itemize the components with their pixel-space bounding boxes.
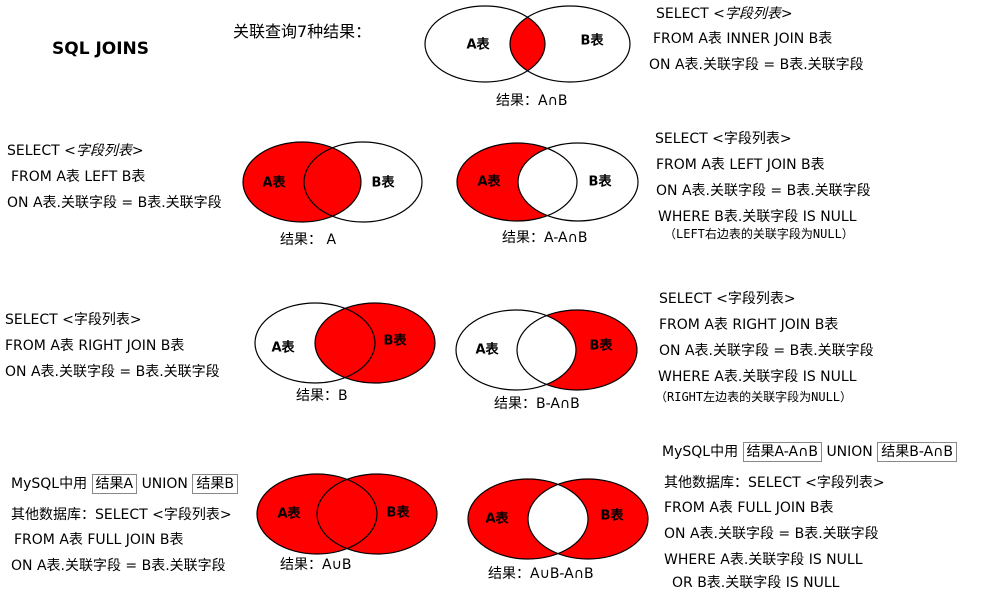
venn-right-excl: A表 B表: [455, 309, 638, 391]
circle-a-outline: [467, 478, 589, 560]
union-keyword: UNION: [141, 476, 188, 492]
circle-b-label: B表: [581, 33, 605, 49]
page-subtitle: 关联查询7种结果：: [233, 22, 372, 41]
circle-b-outline: [316, 473, 438, 555]
circle-a-label: A表: [466, 37, 490, 53]
sql-full-other-db: 其他数据库：SELECT <字段列表>: [11, 507, 232, 523]
circle-b-outline: [509, 5, 631, 83]
sql-full-mysql: MySQL中用 结果A UNION 结果B: [11, 474, 238, 494]
venn-full-excl: A表 B表: [467, 478, 649, 560]
sql-left-excl-note: （LEFT右边表的关联字段为NULL）: [664, 227, 854, 241]
sql-full-excl-on: ON A表.关联字段 = B表.关联字段: [664, 526, 879, 542]
circle-b-label: B表: [589, 174, 613, 190]
sql-right-excl-from: FROM A表 RIGHT JOIN B表: [659, 317, 839, 333]
circle-a-label: A表: [262, 175, 286, 191]
circle-a-label: A表: [475, 342, 499, 358]
circle-a-outline: [242, 141, 362, 223]
intersection-region: [528, 479, 588, 559]
circle-a-label: A表: [277, 506, 301, 522]
mysql-prefix: MySQL中用: [11, 476, 88, 492]
sql-inner-select: SELECT <字段列表>: [656, 6, 793, 22]
mysql-result-box-a: 结果A-A∩B: [742, 442, 822, 462]
result-caption-right: 结果：B: [296, 388, 348, 404]
circle-b-fill: [510, 6, 630, 82]
sql-keyword: SELECT: [656, 6, 709, 22]
circle-b-label: B表: [387, 505, 411, 521]
mysql-result-box-b: 结果B-A∩B: [877, 442, 958, 462]
venn-full: A表 B表: [256, 473, 438, 555]
sql-inner-from: FROM A表 INNER JOIN B表: [653, 31, 833, 47]
circle-a-outline: [254, 302, 376, 384]
sql-right-excl-where: WHERE A表.关联字段 IS NULL: [658, 369, 857, 385]
circle-b-label: B表: [384, 333, 408, 349]
circle-b-label: B表: [601, 508, 625, 524]
page-title: SQL JOINS: [52, 39, 150, 59]
sql-right-from: FROM A表 RIGHT JOIN B表: [5, 338, 185, 354]
circle-a-label: A表: [271, 340, 295, 356]
intersection-region: [304, 142, 361, 222]
circle-b-outline: [517, 142, 639, 222]
circle-b-label: B表: [372, 175, 396, 191]
result-caption-left: 结果： A: [280, 232, 337, 248]
sql-left-excl-where: WHERE B表.关联字段 IS NULL: [658, 209, 857, 225]
sql-fields: <字段列表>: [64, 143, 144, 159]
sql-left-excl-select: SELECT <字段列表>: [655, 131, 792, 147]
result-caption-left-excl: 结果：A-A∩B: [502, 230, 588, 246]
sql-right-on: ON A表.关联字段 = B表.关联字段: [5, 364, 220, 380]
circle-b-outline: [303, 141, 423, 223]
circle-a-label: A表: [477, 174, 501, 190]
circle-a-outline: [455, 309, 577, 391]
sql-left-excl-on: ON A表.关联字段 = B表.关联字段: [656, 183, 871, 199]
sql-full-excl-from: FROM A表 FULL JOIN B表: [664, 500, 834, 516]
sql-full-on: ON A表.关联字段 = B表.关联字段: [11, 558, 226, 574]
union-keyword: UNION: [826, 444, 873, 460]
sql-full-from: FROM A表 FULL JOIN B表: [14, 532, 184, 548]
intersection-region: [517, 310, 576, 390]
circle-b-outline: [516, 309, 638, 391]
circle-b-outline: [527, 478, 649, 560]
sql-full-excl-mysql: MySQL中用 结果A-A∩B UNION 结果B-A∩B: [662, 442, 958, 462]
mysql-result-box-a: 结果A: [91, 474, 138, 494]
sql-inner-on: ON A表.关联字段 = B表.关联字段: [649, 57, 864, 73]
circle-a-fill: [425, 6, 545, 82]
sql-right-excl-select: SELECT <字段列表>: [659, 291, 796, 307]
result-caption-inner: 结果：A∩B: [496, 93, 568, 109]
circle-b-outline: [314, 302, 436, 384]
mysql-result-box-b: 结果B: [192, 474, 238, 494]
sql-left-select: SELECT <字段列表>: [7, 143, 144, 159]
circle-a-outline: [256, 473, 378, 555]
mysql-prefix: MySQL中用: [662, 444, 739, 460]
sql-right-excl-note: （RIGHT左边表的关联字段为NULL）: [655, 390, 853, 404]
intersection-region: [315, 303, 375, 383]
venn-left: A表 B表: [242, 141, 423, 223]
result-caption-full-excl: 结果：A∪B-A∩B: [488, 566, 594, 582]
sql-full-excl-other-db: 其他数据库：SELECT <字段列表>: [664, 475, 885, 491]
venn-inner: A表 B表: [424, 5, 631, 83]
sql-left-from: FROM A表 LEFT B表: [11, 169, 146, 185]
sql-full-excl-or: OR B表.关联字段 IS NULL: [672, 575, 840, 591]
intersection-region: [518, 143, 577, 221]
sql-right-excl-on: ON A表.关联字段 = B表.关联字段: [659, 343, 874, 359]
sql-right-select: SELECT <字段列表>: [5, 312, 142, 328]
sql-fields: <字段列表>: [713, 6, 793, 22]
circle-a-outline: [424, 5, 546, 83]
result-caption-full: 结果：A∪B: [280, 557, 352, 573]
intersection-region: [317, 474, 377, 554]
sql-keyword: SELECT: [7, 143, 60, 159]
circle-b-label: B表: [590, 338, 614, 354]
sql-left-excl-from: FROM A表 LEFT JOIN B表: [656, 157, 825, 173]
venn-left-excl: A表 B表: [456, 142, 639, 222]
sql-full-excl-where: WHERE A表.关联字段 IS NULL: [664, 552, 863, 568]
circle-a-label: A表: [485, 511, 509, 527]
venn-right: A表 B表: [254, 302, 436, 384]
circle-a-outline: [456, 142, 578, 222]
sql-left-on: ON A表.关联字段 = B表.关联字段: [7, 195, 222, 211]
result-caption-right-excl: 结果：B-A∩B: [494, 396, 580, 412]
